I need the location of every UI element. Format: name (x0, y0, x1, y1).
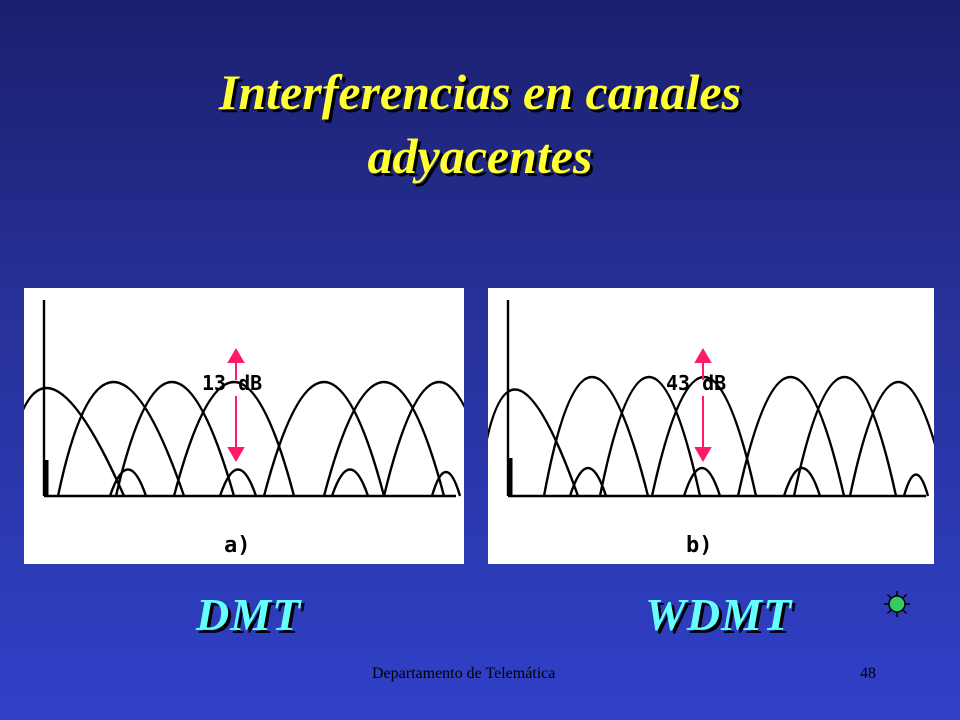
side-lobe (568, 466, 608, 497)
wdmt-spectrum-diagram: 43 dB b) (488, 300, 934, 558)
main-lobe (322, 381, 446, 497)
dmt-caption: DMT (196, 589, 302, 640)
arrow-head-down (694, 447, 712, 462)
attenuation-label: 13 dB (202, 371, 262, 395)
arrow-head-up (227, 348, 245, 363)
sun-icon (884, 591, 910, 617)
side-lobe (782, 466, 822, 497)
main-lobe (542, 376, 650, 497)
title-line-1: Interferencias en canales (218, 64, 742, 120)
main-lobe (848, 381, 934, 497)
main-lobe (172, 381, 296, 497)
main-lobe (736, 376, 846, 497)
dmt-spectrum-diagram: 13 dB a) (24, 300, 464, 558)
main-lobe (24, 387, 126, 497)
main-lobe (598, 376, 702, 497)
footer-department: Departamento de Telemática (372, 665, 556, 682)
page-number: 48 (860, 665, 876, 682)
attenuation-label: 43 dB (666, 371, 726, 395)
wdmt-spectrum-panel: 43 dB b) (488, 288, 934, 564)
title-line-2: adyacentes (367, 128, 593, 184)
side-lobe (108, 468, 148, 497)
main-lobe (382, 381, 464, 497)
dmt-spectrum-panel: 13 dB a) (24, 288, 464, 564)
panel-sublabel: a) (224, 533, 251, 558)
arrow-head-up (694, 348, 712, 363)
arrow-head-down (227, 447, 245, 462)
side-lobe (430, 471, 462, 497)
side-lobe (218, 468, 258, 497)
main-lobe (114, 381, 236, 497)
slide-title: Interferencias en canales adyacentes (0, 60, 960, 188)
main-lobe (262, 381, 386, 497)
main-lobe (792, 376, 898, 497)
side-lobe (902, 473, 930, 497)
main-lobe (488, 388, 580, 497)
main-lobe (56, 381, 186, 497)
side-lobe (330, 468, 370, 497)
panel-sublabel: b) (686, 533, 713, 558)
side-lobe (682, 466, 722, 497)
wdmt-caption: WDMT (645, 589, 793, 640)
